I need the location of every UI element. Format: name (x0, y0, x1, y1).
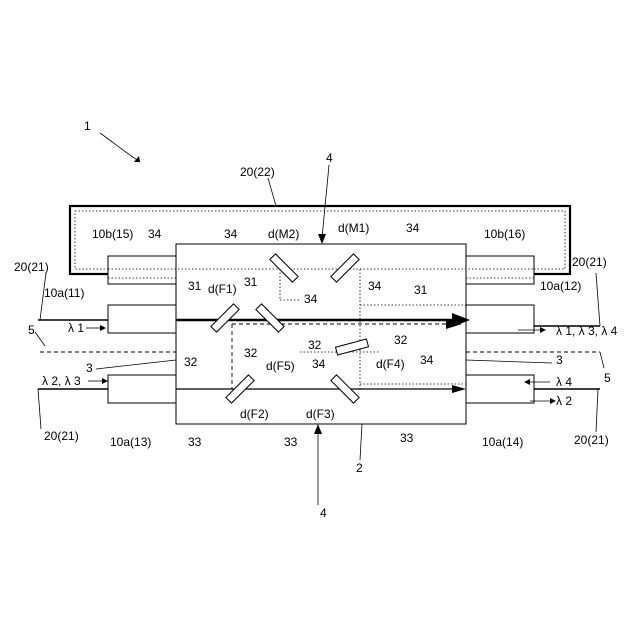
label-port-13: 10a(13) (110, 435, 151, 449)
label-33-a: 33 (188, 435, 202, 449)
label-port-15: 10b(15) (92, 227, 133, 241)
label-lambda-out-134: λ 1, λ 3, λ 4 (556, 324, 618, 338)
label-filter-F5: d(F5) (266, 359, 295, 373)
label-33-c: 33 (400, 431, 414, 445)
label-block-bottom: 4 (320, 506, 327, 520)
label-port-14: 10a(14) (482, 435, 523, 449)
label-lambda-in-23: λ 2, λ 3 (42, 374, 81, 388)
label-fiber-holder: 20(22) (240, 165, 275, 179)
label-34-d: 34 (304, 292, 318, 306)
label-5-right: 5 (604, 371, 611, 385)
label-34-g: 34 (420, 353, 434, 367)
port-14 (466, 375, 534, 403)
label-3-right: 3 (556, 353, 563, 367)
label-5-left: 5 (28, 323, 35, 337)
label-filter-F4: d(F4) (376, 357, 405, 371)
label-fiber-br: 20(21) (574, 433, 609, 447)
label-34-e: 34 (368, 279, 382, 293)
label-34-b: 34 (224, 227, 238, 241)
label-port-12: 10a(12) (540, 279, 581, 293)
label-34-f: 34 (312, 357, 326, 371)
label-fiber-tl: 20(21) (14, 260, 49, 274)
label-32-d: 32 (184, 355, 198, 369)
label-lambda-in-4: λ 4 (556, 375, 572, 389)
label-lambda-in-1: λ 1 (68, 321, 84, 335)
label-mirror-M2: d(M2) (268, 227, 299, 241)
port-16 (466, 256, 534, 284)
label-3-left: 3 (86, 361, 93, 375)
port-11 (108, 305, 176, 333)
label-device: 1 (84, 119, 91, 133)
port-12 (466, 305, 534, 333)
label-substrate: 2 (356, 461, 363, 475)
label-lambda-out-2: λ 2 (556, 394, 572, 408)
main-block (176, 244, 466, 424)
label-31-b: 31 (244, 275, 258, 289)
label-fiber-tr: 20(21) (572, 255, 607, 269)
port-15 (108, 256, 176, 284)
label-filter-F3: d(F3) (306, 407, 335, 421)
label-port-11: 10a(11) (44, 286, 84, 300)
label-filter-F1: d(F1) (208, 282, 237, 296)
port-13 (108, 375, 176, 403)
label-filter-F2: d(F2) (240, 407, 269, 421)
label-31-a: 31 (188, 279, 202, 293)
label-mirror-M1: d(M1) (338, 221, 369, 235)
label-33-b: 33 (284, 435, 298, 449)
label-32-b: 32 (308, 338, 322, 352)
label-port-16: 10b(16) (484, 227, 525, 241)
label-34-c: 34 (406, 221, 420, 235)
label-32-a: 32 (244, 346, 258, 360)
label-32-c: 32 (394, 333, 408, 347)
label-34-a: 34 (148, 227, 162, 241)
label-31-c: 31 (414, 283, 428, 297)
label-fiber-bl: 20(21) (44, 429, 79, 443)
label-block-top: 4 (326, 151, 333, 165)
